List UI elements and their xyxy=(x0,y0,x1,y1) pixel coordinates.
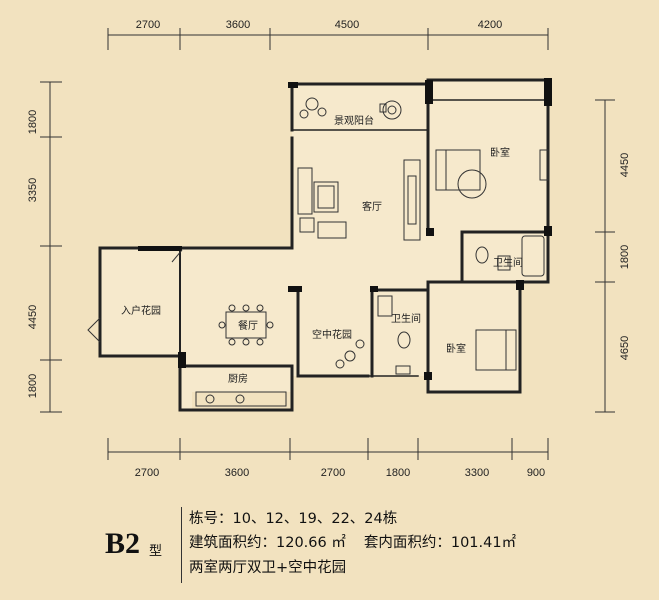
unit-type-suffix: 型 xyxy=(149,544,163,559)
toilet-icon xyxy=(475,246,489,264)
shower-icon xyxy=(377,295,393,317)
dim-left-2: 3350 xyxy=(27,178,39,202)
room-label-sky-garden: 空中花园 xyxy=(312,328,352,341)
inner-area: 套内面积约：101.41㎡ xyxy=(363,535,517,551)
wall-accents xyxy=(138,78,552,380)
dim-right-2: 1800 xyxy=(619,245,631,269)
room-label-bedroom-top: 卧室 xyxy=(490,146,510,159)
dim-bottom-2: 3600 xyxy=(225,467,249,479)
dim-left-4: 1800 xyxy=(27,374,39,398)
table-icon xyxy=(382,100,402,120)
layout-description: 两室两厅双卫+空中花园 xyxy=(189,560,347,576)
furniture xyxy=(87,97,549,407)
kitchen-counter-icon xyxy=(195,391,287,407)
dining-table-icon xyxy=(225,311,267,339)
unit-info: B2 型 栋号：10、12、19、22、24栋 建筑面积约：120.66 ㎡ 套内… xyxy=(103,505,643,595)
dim-top-4: 4200 xyxy=(478,19,502,31)
dim-left-3: 4450 xyxy=(27,305,39,329)
garden-plant-icon xyxy=(344,350,356,362)
walls xyxy=(98,78,550,412)
room-label-dining: 餐厅 xyxy=(238,319,258,332)
dim-top-3: 4500 xyxy=(335,19,359,31)
bathtub-icon xyxy=(521,235,545,277)
tv-cabinet-icon xyxy=(403,159,421,241)
plant-icon xyxy=(305,97,319,111)
sofa-icon xyxy=(297,167,313,215)
dim-bottom-6: 900 xyxy=(527,467,545,479)
unit-type-code: B2 xyxy=(105,527,141,560)
dim-bottom-3: 2700 xyxy=(321,467,345,479)
dimension-lines xyxy=(40,28,615,460)
dim-right-3: 4650 xyxy=(619,336,631,360)
toilet-icon-2 xyxy=(397,331,411,349)
dim-right-1: 4450 xyxy=(619,153,631,177)
gross-area: 建筑面积约：120.66 ㎡ xyxy=(189,535,346,551)
room-label-living: 客厅 xyxy=(362,200,382,213)
dim-left-1: 1800 xyxy=(27,110,39,134)
dim-top-2: 3600 xyxy=(226,19,250,31)
area-line: 建筑面积约：120.66 ㎡ 套内面积约：101.41㎡ xyxy=(189,531,516,552)
building-numbers: 栋号：10、12、19、22、24栋 xyxy=(189,511,398,527)
info-divider xyxy=(181,507,182,583)
room-label-kitchen: 厨房 xyxy=(228,372,248,385)
dim-bottom-1: 2700 xyxy=(135,467,159,479)
floor-plan: 2700 3600 4500 4200 2700 3600 2700 1800 … xyxy=(27,19,631,479)
room-label-balcony: 景观阳台 xyxy=(334,114,374,127)
room-label-bathroom-mid: 卫生间 xyxy=(391,312,421,325)
dim-bottom-4: 1800 xyxy=(386,467,410,479)
wardrobe-icon xyxy=(539,149,549,181)
room-label-bathroom-right: 卫生间 xyxy=(493,256,523,269)
room-label-bedroom-bottom: 卧室 xyxy=(446,342,466,355)
room-label-entry-garden: 入户花园 xyxy=(121,304,161,317)
dim-top-1: 2700 xyxy=(136,19,160,31)
dim-bottom-5: 3300 xyxy=(465,467,489,479)
